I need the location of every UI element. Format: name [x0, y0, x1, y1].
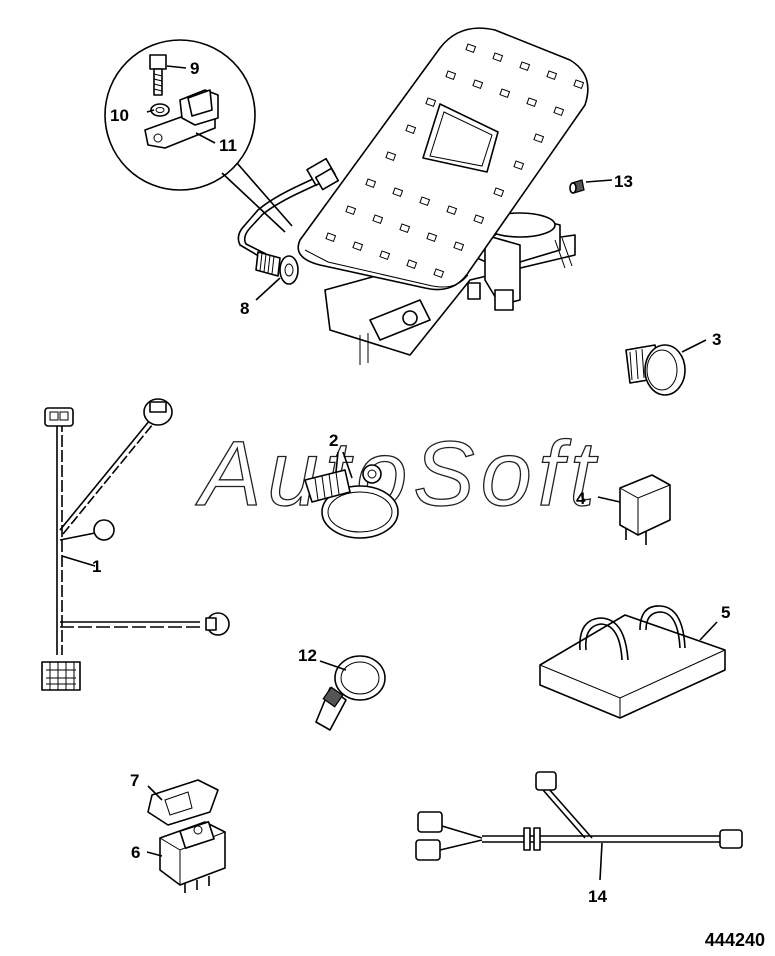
grip-square	[546, 70, 558, 81]
grip-square	[385, 151, 397, 162]
grip-square	[445, 70, 457, 81]
harness-14	[415, 771, 743, 861]
grip-square	[519, 61, 531, 72]
grip-square	[472, 79, 484, 90]
grip-square	[453, 241, 465, 252]
grip-square	[372, 214, 384, 225]
grip-square	[526, 97, 538, 108]
grip-square	[345, 205, 357, 216]
callout-9: 9	[190, 59, 199, 78]
grip-square	[325, 232, 337, 243]
callout-14: 14	[588, 887, 607, 906]
grip-square	[492, 52, 504, 63]
relay-4	[619, 474, 671, 545]
grip-square	[533, 133, 545, 144]
callout-13: 13	[614, 172, 633, 191]
grip-square	[573, 79, 585, 90]
callout-11: 11	[219, 136, 237, 155]
grip-square	[513, 160, 525, 171]
watermark-text: AutoSoft	[195, 423, 601, 525]
foot-pedal-assembly	[237, 27, 589, 365]
callout-4: 4	[576, 489, 586, 508]
grip-square	[446, 205, 458, 216]
switch-assembly	[147, 779, 226, 893]
grip-square	[392, 187, 404, 198]
grip-square	[406, 259, 418, 270]
hose-clip-2	[304, 464, 399, 539]
detail-magnifier	[104, 39, 293, 233]
callout-8: 8	[240, 299, 249, 318]
cable-tie-12	[315, 655, 386, 731]
grip-square	[365, 178, 377, 189]
grip-square	[419, 196, 431, 207]
callout-10: 10	[110, 106, 129, 125]
part-3-plug	[625, 344, 686, 396]
grip-square	[405, 124, 417, 135]
part-13-plug	[569, 179, 585, 194]
grip-square	[399, 223, 411, 234]
grip-square	[426, 232, 438, 243]
callout-7: 7	[130, 771, 139, 790]
callout-3: 3	[712, 330, 721, 349]
pedal-sensor	[255, 251, 299, 285]
callout-6: 6	[131, 843, 140, 862]
mat-5	[539, 605, 726, 719]
grip-square	[493, 187, 505, 198]
grip-square	[465, 43, 477, 54]
callout-12: 12	[298, 646, 317, 665]
pedal-grip-pattern	[325, 43, 585, 279]
grip-square	[379, 250, 391, 261]
grip-square	[499, 88, 511, 99]
leader-lines	[61, 65, 718, 881]
grip-square	[352, 241, 364, 252]
grip-square	[473, 214, 485, 225]
figure-number: 444240	[705, 930, 765, 950]
callout-5: 5	[721, 603, 730, 622]
harness-1	[41, 398, 230, 691]
grip-square	[553, 106, 565, 117]
callout-1: 1	[92, 557, 101, 576]
grip-square	[433, 268, 445, 279]
callout-2: 2	[329, 431, 338, 450]
grip-square	[425, 97, 437, 108]
